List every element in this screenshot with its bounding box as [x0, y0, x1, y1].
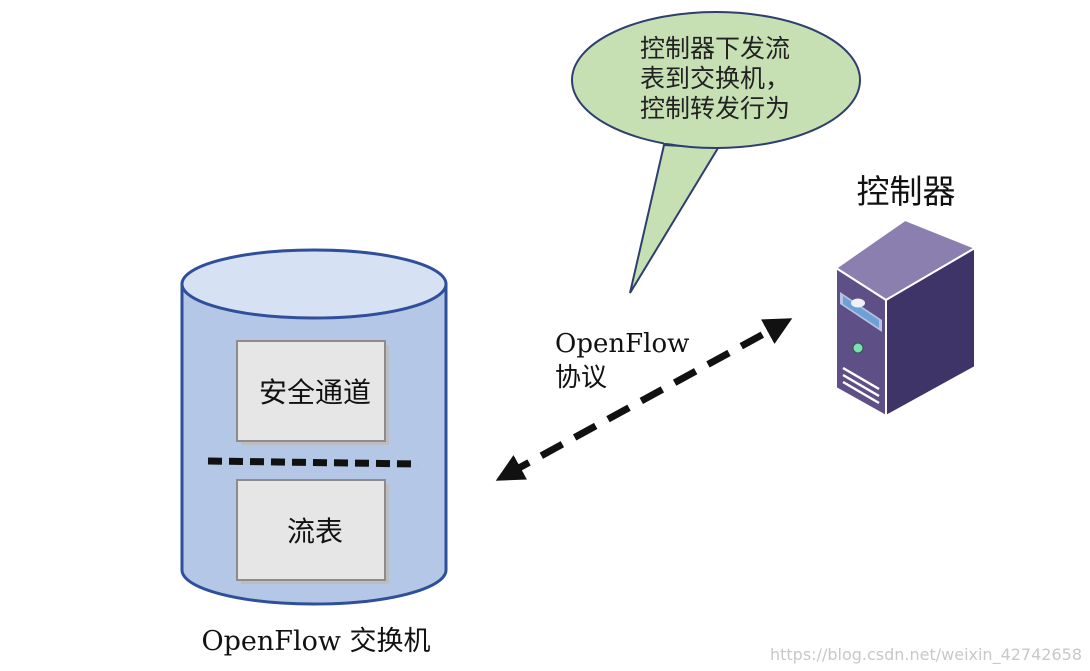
- bubble-line-3: 控制转发行为: [640, 94, 790, 123]
- power-led: [852, 342, 864, 354]
- speech-bubble-tail: [629, 143, 720, 294]
- openflow-connection-arrow: [495, 318, 793, 481]
- secure-channel-label: 安全通道: [259, 376, 371, 409]
- cylinder-top: [180, 248, 448, 320]
- secure-channel-box: 安全通道: [236, 340, 389, 445]
- flow-table-box: 流表: [236, 479, 389, 584]
- server-tower-icon: [834, 218, 978, 418]
- watermark-text: https://blog.csdn.net/weixin_42742658: [770, 645, 1082, 665]
- speech-bubble-body: [571, 11, 861, 149]
- controller-title: 控制器: [857, 172, 956, 211]
- speech-bubble: 控制器下发流 表到交换机， 控制转发行为: [571, 11, 861, 294]
- divider-dotted-line: [207, 457, 419, 468]
- switch-caption: OpenFlow 交换机: [201, 626, 430, 657]
- bubble-line-1: 控制器下发流: [640, 34, 790, 63]
- protocol-label-line-2: 协议: [555, 363, 607, 393]
- bubble-line-2: 表到交换机，: [640, 64, 790, 93]
- flow-table-label: 流表: [287, 515, 343, 548]
- protocol-label-line-1: OpenFlow: [555, 329, 689, 359]
